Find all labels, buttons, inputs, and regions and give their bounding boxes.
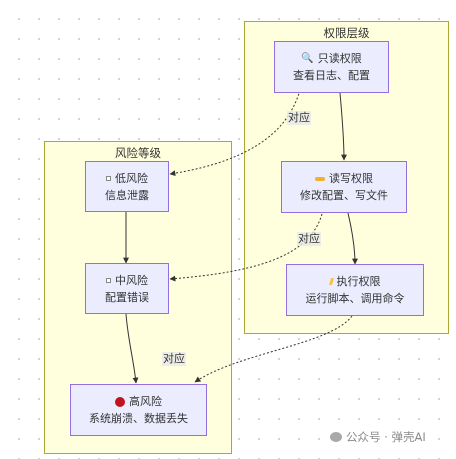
- edge-read-only-to-low-risk: [169, 89, 301, 177]
- edge-execute-to-high-risk: [194, 315, 353, 383]
- cluster-title: 权限层级: [323, 26, 370, 40]
- edge-mid-to-high: [125, 313, 139, 384]
- node-mid-risk[interactable]: 中风险 配置错误: [85, 263, 169, 314]
- edge-label-read-only-to-low: 对应: [287, 111, 311, 125]
- node-title: 低风险: [115, 171, 148, 185]
- edge-read-write-to-execute: [347, 212, 358, 265]
- node-desc: 运行脚本、调用命令: [305, 292, 405, 305]
- wechat-icon: [330, 432, 342, 442]
- node-execute[interactable]: 执行权限 运行脚本、调用命令: [286, 264, 424, 316]
- key-icon: [315, 176, 325, 181]
- node-read-only[interactable]: 🔍 只读权限 查看日志、配置: [274, 41, 389, 93]
- node-title: 读写权限: [329, 172, 373, 185]
- node-title: 执行权限: [336, 275, 381, 288]
- edge-label-execute-to-high: 对应: [162, 352, 186, 366]
- node-desc: 修改配置、写文件: [300, 189, 388, 202]
- square-icon: [106, 175, 111, 181]
- square-icon: [106, 277, 111, 283]
- node-title: 高风险: [129, 395, 162, 408]
- node-desc: 配置错误: [105, 290, 149, 304]
- node-desc: 信息泄露: [105, 188, 149, 202]
- lightning-icon: [328, 278, 334, 285]
- edge-label-read-write-to-mid: 对应: [297, 232, 321, 246]
- node-high-risk[interactable]: 高风险 系统崩溃、数据丢失: [70, 384, 207, 436]
- node-title: 中风险: [115, 273, 148, 287]
- node-desc: 查看日志、配置: [293, 69, 370, 82]
- node-desc: 系统崩溃、数据丢失: [89, 412, 188, 425]
- red-circle-icon: [115, 396, 125, 407]
- cluster-title: 风险等级: [115, 146, 161, 160]
- watermark: 公众号 · 弹壳AI: [330, 429, 426, 445]
- node-title: 只读权限: [317, 52, 362, 65]
- edge-read-write-to-mid-risk: [169, 213, 323, 282]
- watermark-text: 公众号 · 弹壳AI: [346, 430, 426, 444]
- node-read-write[interactable]: 读写权限 修改配置、写文件: [281, 161, 407, 213]
- magnifier-icon: 🔍: [301, 53, 314, 64]
- edge-read-only-to-read-write: [339, 92, 347, 161]
- node-low-risk[interactable]: 低风险 信息泄露: [85, 161, 169, 212]
